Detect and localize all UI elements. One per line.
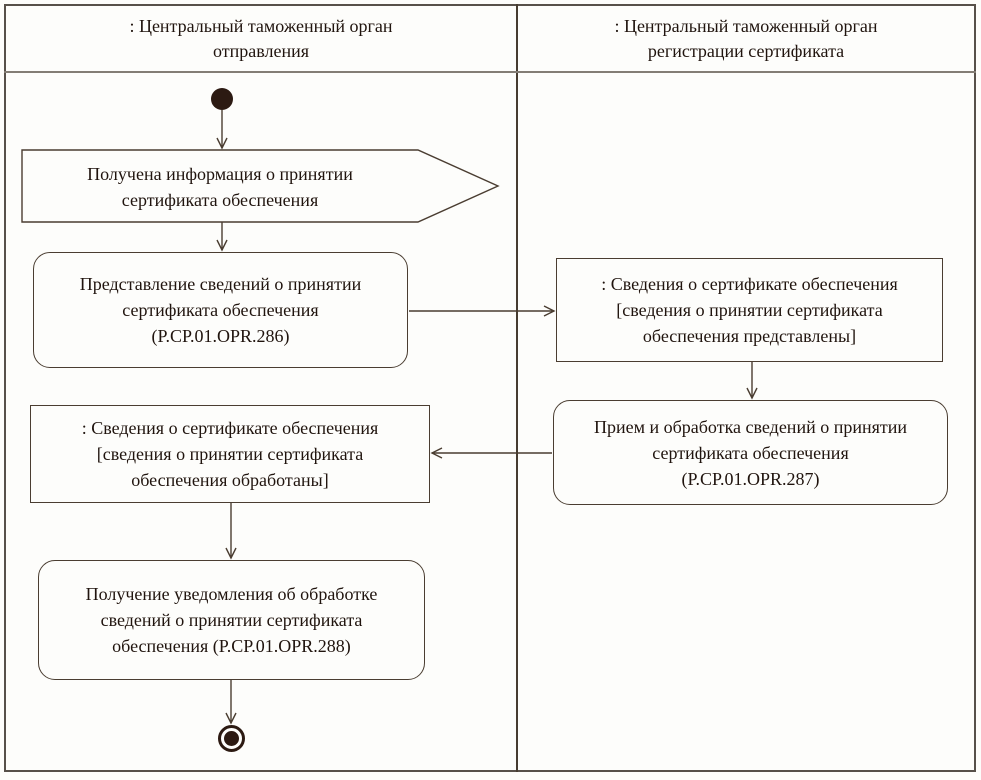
- lane-title-departure-customs: : Центральный таможенный орган отправлен…: [129, 16, 393, 61]
- swimlane-divider: [516, 4, 518, 772]
- final-state-node-core: [224, 731, 239, 746]
- lane-title-certificate-registration-customs: : Центральный таможенный орган регистрац…: [614, 16, 878, 61]
- object-state-node-processed-label: : Сведения о сертификате обеспечения [св…: [81, 418, 379, 490]
- action-node-opr-286-label: Представление сведений о принятии сертиф…: [79, 274, 362, 346]
- action-node-opr-287-label: Прием и обработка сведений о принятии се…: [593, 416, 908, 489]
- receive-signal-label: Получена информация о принятии сертифика…: [87, 164, 353, 210]
- object-state-node-presented: : Сведения о сертификате обеспечения [св…: [556, 258, 943, 362]
- receive-signal-shape: [21, 149, 500, 223]
- final-state-node: [218, 725, 245, 752]
- object-state-node-processed: : Сведения о сертификате обеспечения [св…: [30, 405, 430, 503]
- initial-state-node: [211, 88, 233, 110]
- lane-header-separator: [4, 71, 976, 73]
- action-node-opr-288-label: Получение уведомления об обработке сведе…: [85, 584, 378, 656]
- action-node-opr-286: Представление сведений о принятии сертиф…: [33, 252, 408, 368]
- object-state-node-presented-label: : Сведения о сертификате обеспечения [св…: [601, 274, 898, 346]
- action-node-opr-287: Прием и обработка сведений о принятии се…: [553, 400, 948, 505]
- action-node-opr-288: Получение уведомления об обработке сведе…: [38, 560, 425, 680]
- diagram-frame: [4, 4, 976, 772]
